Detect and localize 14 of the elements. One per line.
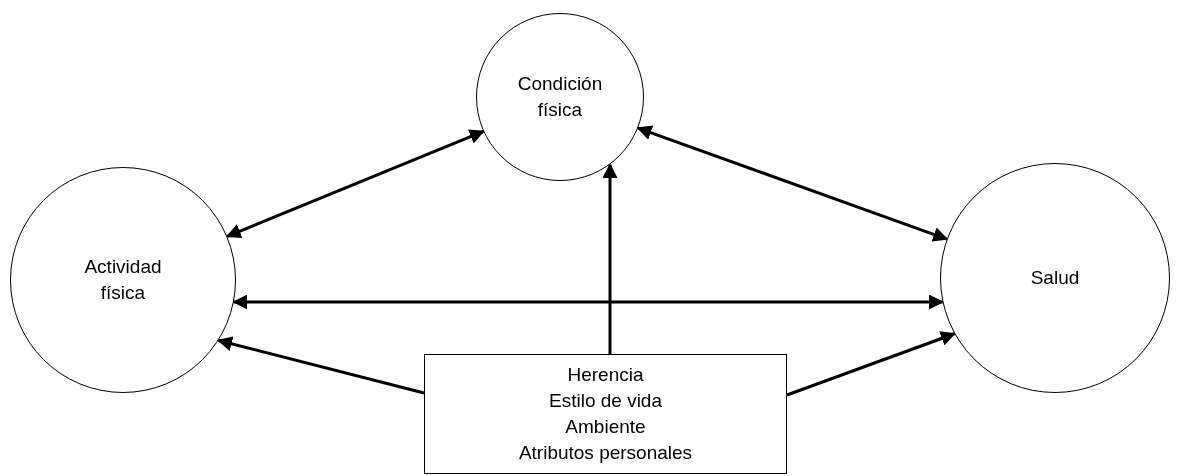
node-label: Actividad física	[83, 255, 163, 305]
node-label: Salud	[1029, 266, 1081, 290]
arrow	[217, 336, 425, 395]
node-label: Estilo de vida	[548, 389, 663, 413]
arrow	[786, 331, 956, 397]
arrow	[602, 163, 618, 354]
node-label: Herencia	[566, 363, 645, 387]
arrow	[232, 294, 945, 310]
node-label: Ambiente	[564, 415, 647, 439]
factors-box	[424, 354, 787, 474]
arrow	[636, 125, 949, 242]
node-label: Atributos personales	[517, 441, 694, 465]
arrow	[225, 129, 485, 239]
node-label: Condición física	[516, 72, 604, 122]
